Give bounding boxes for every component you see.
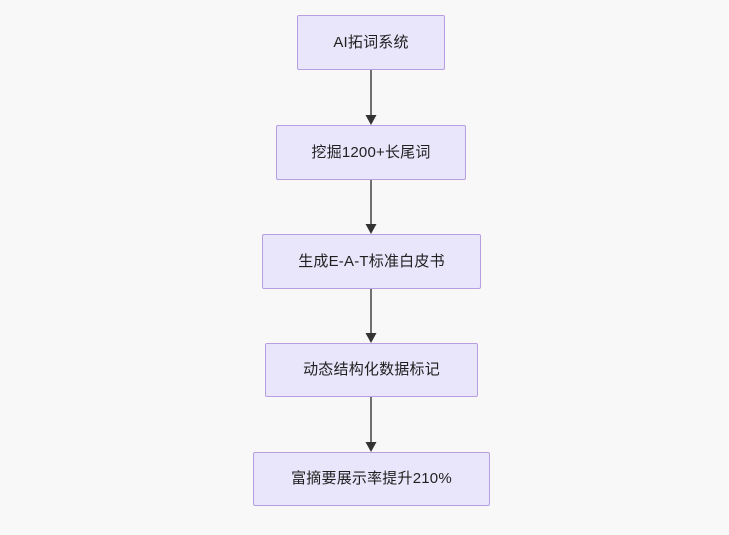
arrowhead-down-icon	[365, 442, 377, 452]
edge-n2-n3	[365, 180, 377, 234]
edge-n3-n4	[365, 289, 377, 343]
flow-node-rich-snippet-impression-lift[interactable]: 富摘要展示率提升210%	[253, 452, 490, 506]
flow-node-label: 生成E-A-T标准白皮书	[298, 252, 445, 270]
flow-node-ai-keyword-system[interactable]: AI拓词系统	[297, 15, 445, 70]
flow-node-generate-eat-whitepaper[interactable]: 生成E-A-T标准白皮书	[262, 234, 481, 289]
edge-n1-n2	[365, 70, 377, 125]
flow-node-label: 动态结构化数据标记	[303, 361, 440, 379]
arrowhead-down-icon	[365, 115, 377, 125]
arrowhead-down-icon	[365, 224, 377, 234]
edge-n4-n5	[365, 397, 377, 452]
flow-node-label: 富摘要展示率提升210%	[291, 470, 452, 488]
flow-node-label: 挖掘1200+长尾词	[311, 143, 431, 161]
flow-node-dynamic-structured-data-markup[interactable]: 动态结构化数据标记	[265, 343, 478, 397]
flow-node-mine-longtail-keywords[interactable]: 挖掘1200+长尾词	[276, 125, 466, 180]
flow-node-label: AI拓词系统	[333, 33, 409, 51]
arrowhead-down-icon	[365, 333, 377, 343]
